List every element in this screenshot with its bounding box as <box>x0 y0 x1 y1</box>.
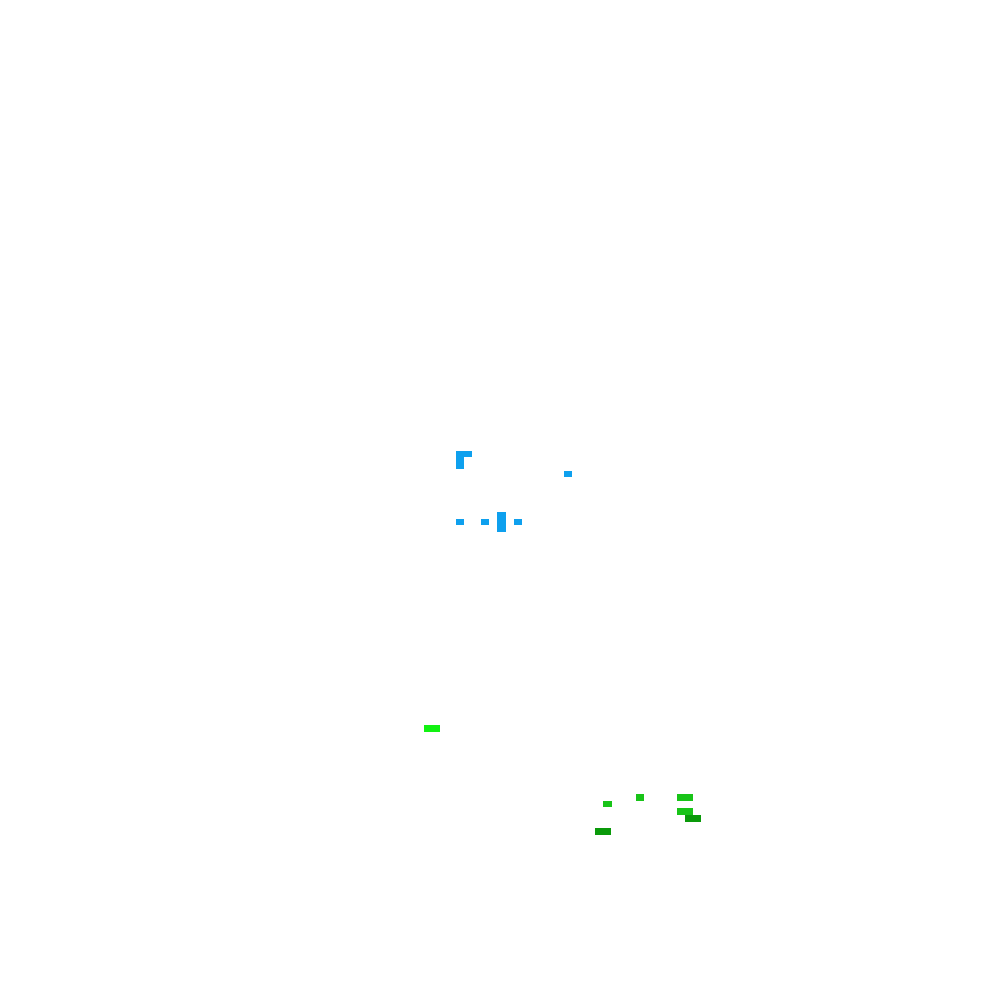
blue-pixel <box>456 457 464 469</box>
green-pixel <box>603 801 612 807</box>
blue-pixel <box>514 519 522 525</box>
green-pixel <box>636 794 644 801</box>
green-pixel <box>685 815 701 822</box>
green-pixel <box>595 828 611 835</box>
blue-pixel <box>456 451 472 457</box>
green-pixel <box>677 794 693 801</box>
green-pixel <box>677 808 693 815</box>
blue-pixel <box>456 519 464 525</box>
blue-pixel <box>564 471 572 477</box>
blue-pixel <box>497 512 506 532</box>
bright-green-block <box>424 725 440 732</box>
blue-pixel <box>481 519 489 525</box>
